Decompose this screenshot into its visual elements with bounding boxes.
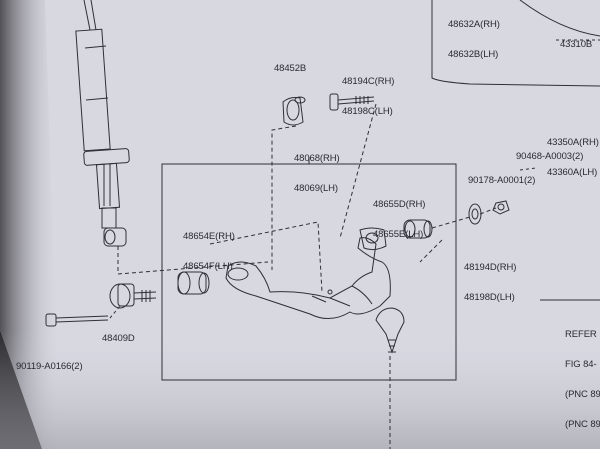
diagram-linework bbox=[45, 0, 600, 449]
label-48632: 48632A(RH) 48632B(LH) bbox=[448, 0, 500, 80]
label-90178: 90178-A0001(2) bbox=[468, 175, 536, 186]
label-48069-lh: 48069(LH) bbox=[294, 183, 338, 194]
label-48068: 48068(RH) 48069(LH) bbox=[294, 134, 340, 214]
leader-shock bbox=[117, 246, 269, 275]
upper-control-arm bbox=[225, 227, 391, 319]
label-refer-3: (PNC 89 bbox=[565, 389, 600, 400]
inset-box-top-right bbox=[431, 0, 600, 87]
part-48655D bbox=[403, 219, 433, 239]
leader-90468 bbox=[519, 167, 537, 171]
leader-48654e bbox=[209, 221, 323, 293]
label-48194c: 48194C(RH) 48198C(LH) bbox=[342, 57, 394, 137]
label-refer-2: FIG 84- bbox=[565, 359, 597, 370]
label-refer-1: REFER bbox=[565, 329, 597, 340]
label-48632b-lh: 48632B(LH) bbox=[448, 49, 499, 60]
leader-48655d bbox=[419, 239, 443, 263]
part-48194C bbox=[329, 93, 375, 111]
label-43310b: 43310B bbox=[560, 39, 593, 50]
label-48632a-rh: 48632A(RH) bbox=[448, 19, 500, 30]
label-48409d: 48409D bbox=[102, 333, 135, 344]
label-90468: 90468-A0003(2) bbox=[516, 151, 584, 162]
label-48198d-lh: 48198D(LH) bbox=[464, 292, 515, 303]
part-48654E bbox=[177, 271, 210, 295]
label-48198c-lh: 48198C(LH) bbox=[342, 106, 393, 117]
leader-48452 bbox=[271, 125, 297, 270]
bottom-shadow bbox=[0, 330, 600, 449]
label-48655: 48655D(RH) 48655E(LH) bbox=[373, 180, 425, 260]
label-48655e-lh: 48655E(LH) bbox=[373, 229, 424, 240]
label-refer-4: (PNC 89 bbox=[565, 419, 600, 430]
label-43350a-rh: 43350A(RH) bbox=[547, 137, 599, 148]
label-48194d: 48194D(RH) 48198D(LH) bbox=[464, 243, 516, 323]
label-48654: 48654E(RH) 48654F(LH) bbox=[183, 212, 235, 292]
part-48452B bbox=[282, 96, 306, 126]
label-48654f-lh: 48654F(LH) bbox=[183, 261, 233, 272]
label-48655d-rh: 48655D(RH) bbox=[373, 199, 426, 210]
label-48452b: 48452B bbox=[274, 63, 307, 74]
label-48654e-rh: 48654E(RH) bbox=[183, 231, 235, 242]
leader-90178 bbox=[479, 207, 497, 215]
label-43350: 43350A(RH) 43360A(LH) bbox=[547, 118, 599, 198]
label-43360a-lh: 43360A(LH) bbox=[547, 167, 598, 178]
label-48068-rh: 48068(RH) bbox=[294, 153, 340, 164]
label-90119: 90119-A0166(2) bbox=[16, 361, 83, 372]
leader-90119 bbox=[109, 305, 121, 319]
inset-curve bbox=[519, 0, 600, 37]
part-48409D bbox=[109, 283, 157, 309]
shock-absorber bbox=[75, 0, 130, 247]
leader-48194c bbox=[339, 103, 377, 239]
label-48194d-rh: 48194D(RH) bbox=[464, 262, 517, 273]
ball-joint bbox=[375, 307, 405, 354]
label-48194c-rh: 48194C(RH) bbox=[342, 76, 395, 87]
label-refer: REFER FIG 84- (PNC 89 (PNC 89 bbox=[565, 310, 600, 449]
part-90119 bbox=[45, 313, 109, 327]
